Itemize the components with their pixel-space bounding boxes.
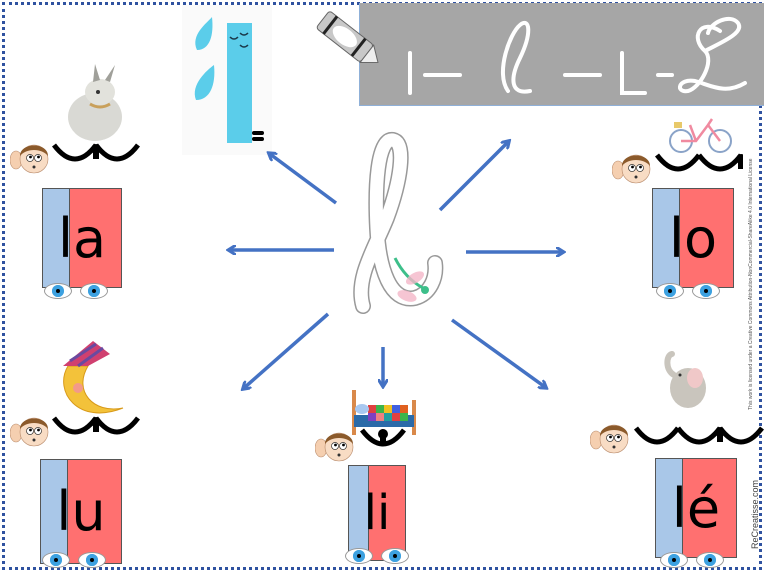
- cursive-capital-L-stroke: [678, 16, 747, 94]
- eye-icon: [78, 552, 106, 568]
- site-credit: ReCreatisse.com: [750, 480, 760, 550]
- arrow-to-le: [450, 318, 545, 387]
- listening-face-icon: [9, 144, 49, 174]
- listening-face: [314, 428, 355, 464]
- syllable-arcs: [52, 416, 140, 435]
- title-letters: [408, 16, 747, 95]
- syllable-arcs: [52, 416, 140, 445]
- l-character-icon: [182, 5, 272, 155]
- print-capital-L-stroke: [620, 51, 647, 95]
- listening-face: [9, 413, 50, 449]
- license-text[interactable]: This work is licensed under a Creative C…: [748, 158, 754, 410]
- listening-face-icon: [589, 424, 629, 454]
- syllable-text: lé: [671, 476, 721, 540]
- vowel-half: [683, 459, 736, 557]
- listening-face: [589, 420, 630, 456]
- syllable-arcs: [655, 153, 746, 182]
- consonant-half: [653, 189, 680, 287]
- bed-icon: [352, 390, 416, 435]
- vowel-half: [68, 460, 121, 563]
- reading-eyes-icon: [656, 283, 720, 299]
- listening-face: [611, 150, 652, 186]
- vowel-half: [680, 189, 733, 287]
- syllable-text: lo: [668, 206, 718, 270]
- elephant-icon: [664, 351, 706, 408]
- reading-eyes-icon: [44, 283, 108, 299]
- eye-icon: [44, 283, 72, 299]
- listening-face: [9, 140, 50, 176]
- vowel-half: [369, 466, 405, 560]
- syllable-arcs: [52, 143, 140, 172]
- consonant-half: [41, 460, 68, 563]
- syllable-card-lo: lo: [652, 188, 734, 288]
- syllable-card-li: li: [348, 465, 406, 561]
- vowel-half: [70, 189, 121, 287]
- syllable-card-le: lé: [655, 458, 737, 558]
- reading-eyes-icon: [660, 552, 724, 568]
- moon-icon: [63, 341, 124, 414]
- reading-eyes-icon: [42, 552, 106, 568]
- syllable-card-la: la: [42, 188, 122, 288]
- consonant-half: [349, 466, 369, 560]
- eye-icon: [692, 283, 720, 299]
- eye-icon: [656, 283, 684, 299]
- syllable-text: la: [57, 206, 107, 270]
- eye-icon: [42, 552, 70, 568]
- cursive-l-stroke: [501, 21, 532, 94]
- crayon-icon: [316, 11, 379, 63]
- rabbit-icon: [68, 64, 122, 141]
- listening-face-icon: [9, 417, 49, 447]
- dragonfly-icon: [393, 257, 429, 302]
- center-cursive-l: [353, 132, 444, 314]
- eye-icon: [80, 283, 108, 299]
- syllable-arcs: [634, 426, 764, 455]
- reading-eyes-icon: [345, 548, 409, 564]
- consonant-half: [656, 459, 683, 557]
- eye-icon: [345, 548, 373, 564]
- syllable-arcs: [360, 428, 406, 447]
- syllable-arcs: [634, 426, 764, 445]
- syllable-card-lu: lu: [40, 459, 122, 564]
- syllable-text: li: [363, 485, 391, 541]
- arrow-to-l-character: [270, 154, 338, 205]
- eye-icon: [696, 552, 724, 568]
- bicycle-icon: [669, 118, 732, 153]
- syllable-arcs: [52, 143, 140, 162]
- title-banner: [359, 3, 764, 106]
- syllable-arcs: [360, 428, 406, 457]
- syllable-text: lu: [56, 480, 106, 543]
- listening-face-icon: [314, 432, 354, 462]
- arrow-to-lu: [244, 312, 330, 388]
- eye-icon: [381, 548, 409, 564]
- eye-icon: [660, 552, 688, 568]
- arrow-to-lo: [438, 142, 508, 212]
- consonant-half: [43, 189, 70, 287]
- syllable-arcs: [655, 153, 746, 172]
- listening-face-icon: [611, 154, 651, 184]
